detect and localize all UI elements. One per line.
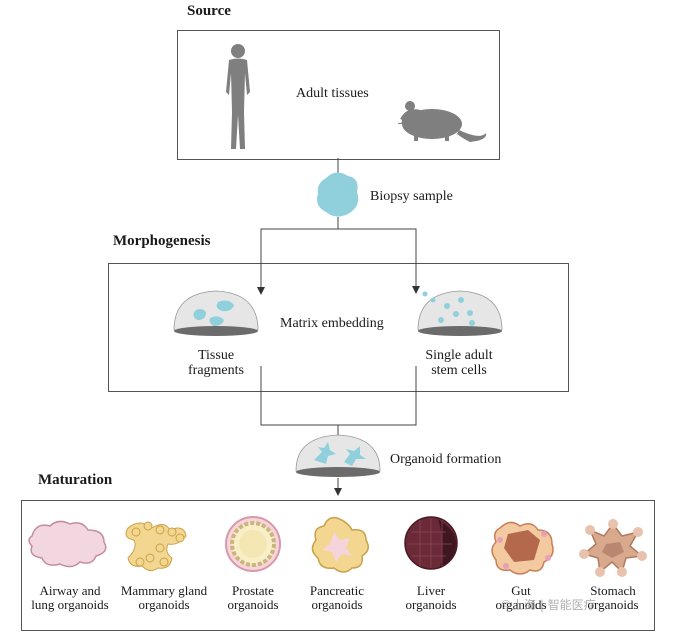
organoid-caption-line1: Prostate: [232, 583, 274, 598]
organoid-caption-line1: Airway and: [39, 583, 101, 598]
organoid-caption-line1: Pancreatic: [309, 583, 365, 598]
tissue-fragments-line1: Tissue: [197, 348, 235, 363]
tissue-fragments-line2: fragments: [188, 363, 244, 378]
organoid-caption-line2: organoids: [587, 597, 639, 612]
organoid-caption-line2: organoids: [495, 597, 547, 612]
prostate-organoid-icon: [225, 516, 281, 572]
stomach-organoid-icon: [579, 519, 647, 577]
tissue-fragments-label: Tissue fragments: [168, 348, 264, 378]
organoid-formation-dome-icon: [295, 434, 381, 477]
watermark: ©上海 | 智能医疗: [500, 598, 596, 612]
tissue-fragments-dome-icon: [173, 290, 259, 336]
organoid-caption-line2: organoids: [405, 597, 457, 612]
mammary-organoid-icon: [125, 521, 187, 572]
stem-cells-dome-icon: [417, 290, 503, 336]
organoid-caption-lung: Airway and lung organoids: [22, 584, 118, 612]
organoid-caption-liver: Liver organoids: [388, 584, 474, 612]
stem-cells-line1: Single adult: [425, 348, 493, 363]
stem-cells-line2: stem cells: [431, 363, 487, 378]
organoid-caption-line1: Liver: [416, 583, 446, 598]
section-title-maturation: Maturation: [38, 472, 113, 488]
connector-split: [260, 228, 420, 294]
biopsy-sample-icon: [317, 172, 359, 217]
liver-organoid-icon: [404, 516, 458, 570]
matrix-embedding-label: Matrix embedding: [280, 316, 384, 331]
organoid-caption-prostate: Prostate organoids: [210, 584, 296, 612]
mouse-silhouette-icon: [398, 101, 487, 142]
organoid-formation-label: Organoid formation: [390, 452, 502, 467]
pancreatic-organoid-icon: [311, 516, 369, 573]
lung-organoid-icon: [28, 520, 107, 568]
organoid-caption-line2: organoids: [138, 597, 190, 612]
gut-organoid-icon: [491, 521, 554, 575]
organoid-caption-mammary: Mammary gland organoids: [112, 584, 216, 612]
section-title-morphogenesis: Morphogenesis: [113, 233, 211, 249]
biopsy-sample-label: Biopsy sample: [370, 189, 453, 204]
organoid-caption-pancreatic: Pancreatic organoids: [294, 584, 380, 612]
stem-cells-label: Single adult stem cells: [406, 348, 512, 378]
organoid-caption-line2: lung organoids: [31, 597, 109, 612]
section-title-source: Source: [187, 3, 231, 19]
human-silhouette-icon: [226, 44, 250, 149]
organoid-caption-line2: organoids: [227, 597, 279, 612]
organoid-caption-line1: Mammary gland: [120, 583, 208, 598]
organoid-caption-line2: organoids: [311, 597, 363, 612]
connector-merge: [260, 366, 417, 426]
organoid-caption-stomach: Stomach organoids: [570, 584, 656, 612]
adult-tissues-label: Adult tissues: [296, 86, 369, 101]
organoid-caption-line1: Stomach: [590, 583, 636, 598]
organoid-caption-gut: Gut organoids: [478, 584, 564, 612]
organoid-caption-line1: Gut: [511, 583, 531, 598]
